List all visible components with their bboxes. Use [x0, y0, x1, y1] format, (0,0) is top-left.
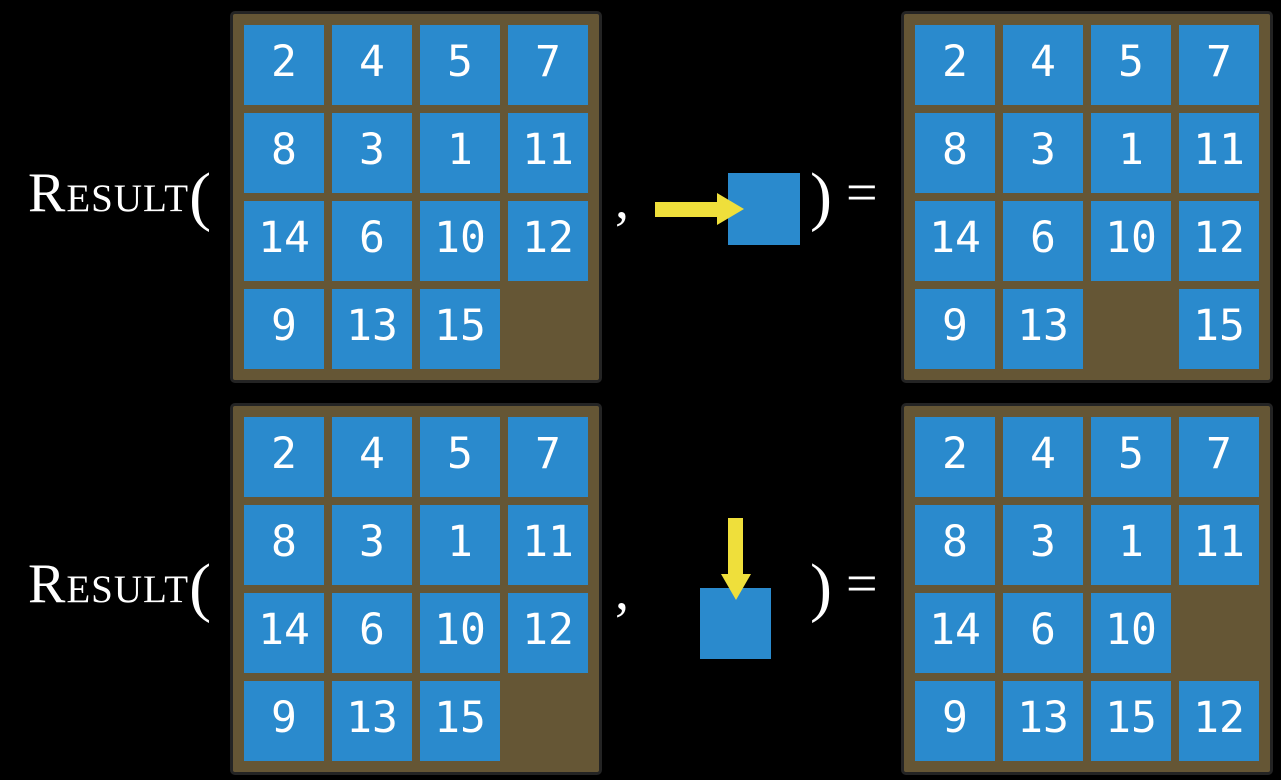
tile-15: 15 [420, 681, 500, 761]
tile-1: 1 [1091, 505, 1171, 585]
equals-sign: = [845, 162, 878, 224]
tile-10: 10 [420, 201, 500, 281]
tile-6: 6 [1003, 201, 1083, 281]
tile-3: 3 [1003, 505, 1083, 585]
tile-14: 14 [244, 201, 324, 281]
tile-4: 4 [1003, 417, 1083, 497]
empty-cell [508, 681, 588, 761]
tile-3: 3 [332, 113, 412, 193]
tile-10: 10 [1091, 593, 1171, 673]
tile-12: 12 [1179, 201, 1259, 281]
tile-8: 8 [915, 505, 995, 585]
tile-9: 9 [915, 289, 995, 369]
move-right-action [654, 172, 800, 246]
tile-15: 15 [1179, 289, 1259, 369]
empty-cell [1179, 593, 1259, 673]
tile-11: 11 [1179, 505, 1259, 585]
tile-10: 10 [420, 593, 500, 673]
close-paren-equals: )= [810, 555, 878, 621]
open-paren: ( [189, 160, 212, 233]
tile-7: 7 [508, 417, 588, 497]
tile-11: 11 [508, 505, 588, 585]
tile-4: 4 [332, 417, 412, 497]
tile-5: 5 [1091, 417, 1171, 497]
tile-13: 13 [332, 681, 412, 761]
tile-14: 14 [915, 593, 995, 673]
tile-13: 13 [1003, 681, 1083, 761]
tile-8: 8 [244, 505, 324, 585]
result-function-label: Result( [28, 164, 211, 230]
tile-9: 9 [244, 681, 324, 761]
tile-7: 7 [1179, 25, 1259, 105]
tile-8: 8 [915, 113, 995, 193]
equals-sign: = [845, 553, 878, 615]
right-arrow-icon [655, 202, 717, 217]
close-paren: ) [810, 551, 832, 624]
empty-cell [508, 289, 588, 369]
tile-10: 10 [1091, 201, 1171, 281]
tile-6: 6 [332, 593, 412, 673]
tile-5: 5 [1091, 25, 1171, 105]
tile-5: 5 [420, 25, 500, 105]
move-down-action [699, 518, 773, 660]
tile-2: 2 [915, 417, 995, 497]
tile-9: 9 [915, 681, 995, 761]
tile-7: 7 [508, 25, 588, 105]
function-name: Result [28, 553, 190, 615]
tile-11: 11 [508, 113, 588, 193]
tile-6: 6 [1003, 593, 1083, 673]
tile-4: 4 [1003, 25, 1083, 105]
tile-12: 12 [1179, 681, 1259, 761]
comma: , [615, 169, 629, 231]
tile-8: 8 [244, 113, 324, 193]
empty-cell [1091, 289, 1171, 369]
tile-15: 15 [1091, 681, 1171, 761]
close-paren: ) [810, 160, 832, 233]
tile-9: 9 [244, 289, 324, 369]
tile-14: 14 [915, 201, 995, 281]
tile-6: 6 [332, 201, 412, 281]
tile-5: 5 [420, 417, 500, 497]
down-arrow-head [721, 574, 751, 600]
tile-12: 12 [508, 201, 588, 281]
tile-12: 12 [508, 593, 588, 673]
tile-1: 1 [1091, 113, 1171, 193]
down-arrow-icon [728, 518, 743, 576]
tile-7: 7 [1179, 417, 1259, 497]
tile-13: 13 [1003, 289, 1083, 369]
close-paren-equals: )= [810, 164, 878, 230]
tile-2: 2 [244, 417, 324, 497]
tile-2: 2 [244, 25, 324, 105]
tile-1: 1 [420, 113, 500, 193]
tile-15: 15 [420, 289, 500, 369]
result-function-label: Result( [28, 555, 211, 621]
comma: , [615, 560, 629, 622]
tile-3: 3 [1003, 113, 1083, 193]
tile-13: 13 [332, 289, 412, 369]
tile-2: 2 [915, 25, 995, 105]
right-arrow-head [717, 193, 744, 225]
tile-14: 14 [244, 593, 324, 673]
tile-1: 1 [420, 505, 500, 585]
tile-11: 11 [1179, 113, 1259, 193]
tile-4: 4 [332, 25, 412, 105]
open-paren: ( [189, 551, 212, 624]
tile-3: 3 [332, 505, 412, 585]
function-name: Result [28, 162, 190, 224]
